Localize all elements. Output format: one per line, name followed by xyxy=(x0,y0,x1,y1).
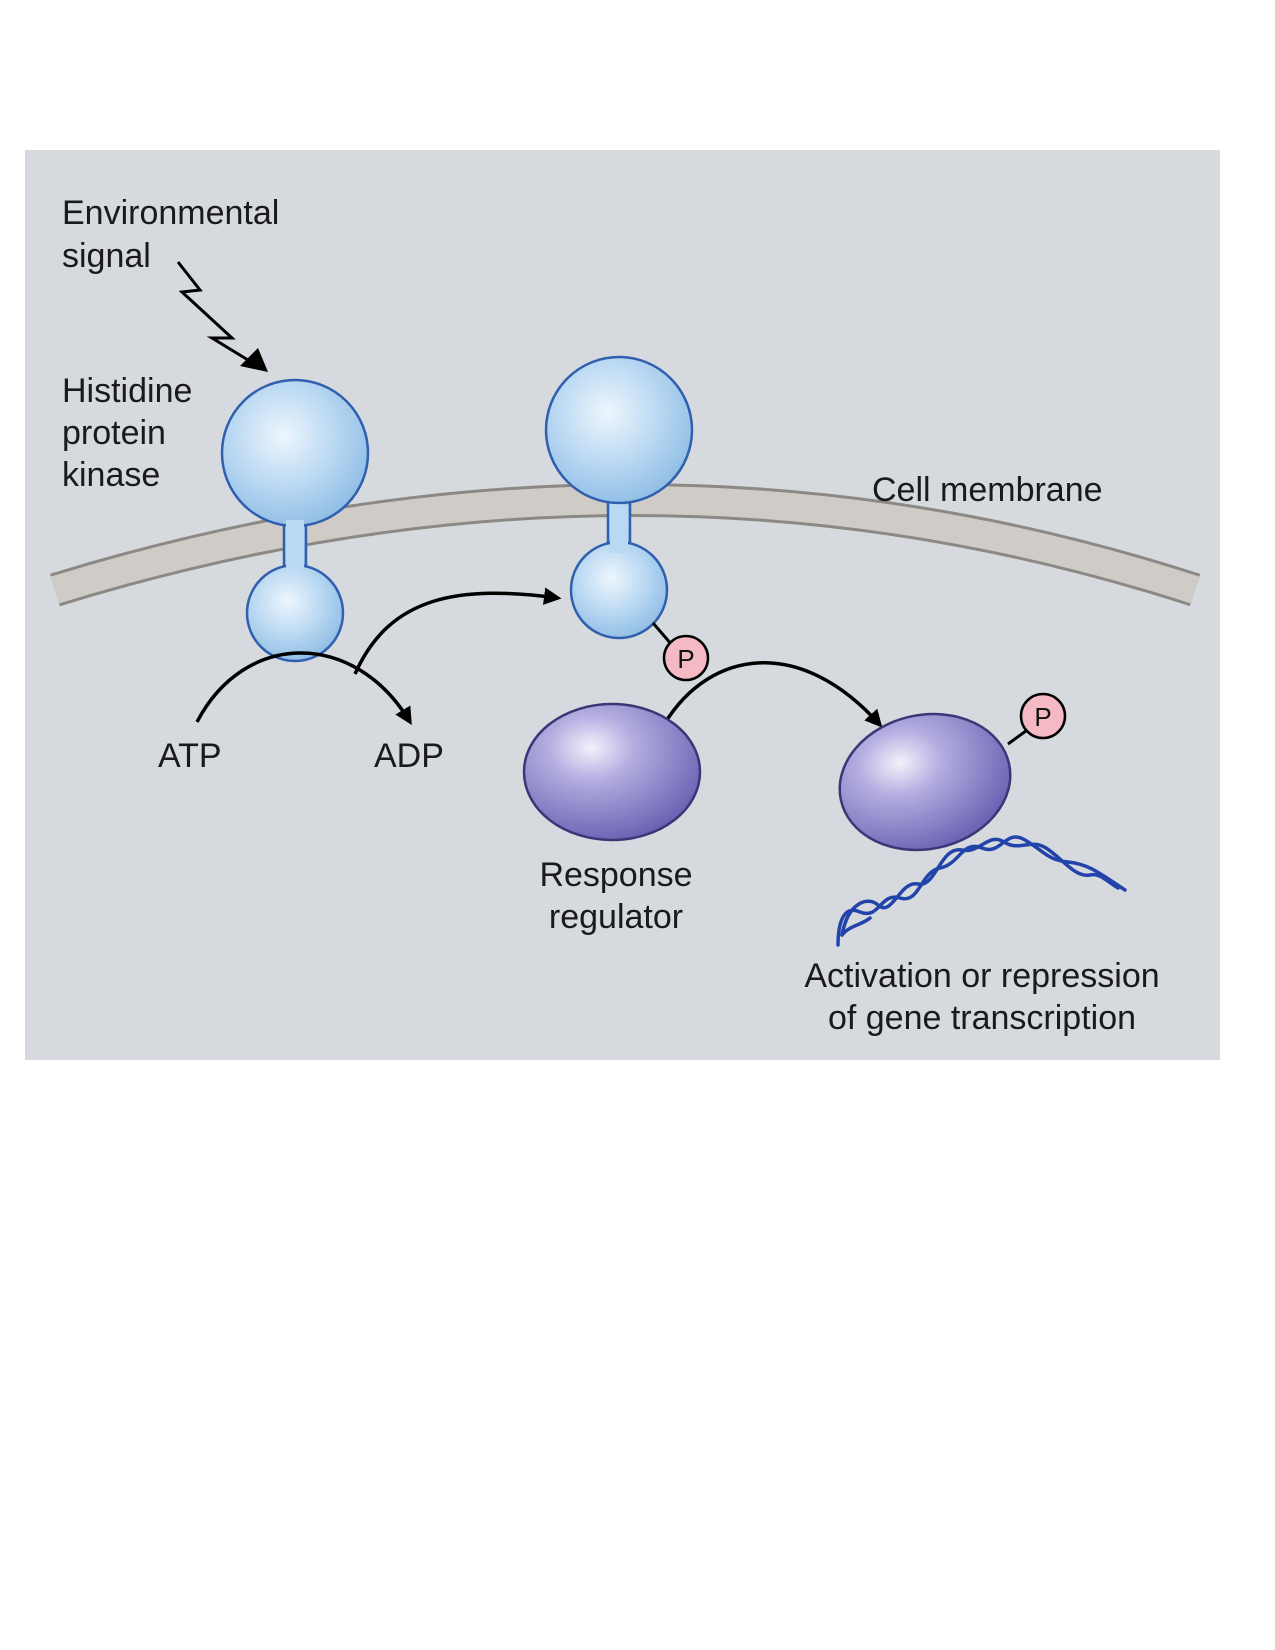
label-response-regulator: Response regulator xyxy=(539,856,692,936)
svg-text:Response: Response xyxy=(539,856,692,894)
svg-text:Histidine: Histidine xyxy=(62,372,192,410)
svg-text:protein: protein xyxy=(62,414,166,452)
label-cell-membrane: Cell membrane xyxy=(872,471,1103,509)
svg-text:kinase: kinase xyxy=(62,456,160,494)
label-adp: ADP xyxy=(374,737,444,775)
histidine-kinase-right xyxy=(544,355,694,640)
label-environmental-signal: Environmental signal xyxy=(62,194,279,275)
phosphate-transfer-arrow-1 xyxy=(353,587,562,675)
label-atp: ATP xyxy=(158,737,222,775)
signal-lightning-arrow xyxy=(176,261,268,372)
svg-text:regulator: regulator xyxy=(549,898,683,936)
response-regulator-phosphorylated xyxy=(838,712,1012,852)
svg-text:of gene transcription: of gene transcription xyxy=(828,999,1136,1037)
response-regulator xyxy=(522,702,702,842)
label-histidine-protein-kinase: Histidine protein kinase xyxy=(62,372,192,494)
svg-text:Activation or repression: Activation or repression xyxy=(804,957,1159,995)
atp-adp-arrow xyxy=(195,651,412,726)
phosphate-kinase: P xyxy=(651,622,710,682)
phosphate-transfer-arrow-2 xyxy=(663,661,883,728)
histidine-kinase-left xyxy=(220,378,370,663)
phosphate-label-1: P xyxy=(677,644,694,674)
dna-helix xyxy=(836,835,1127,947)
label-gene-transcription: Activation or repression of gene transcr… xyxy=(804,957,1159,1037)
phosphate-label-2: P xyxy=(1034,702,1051,732)
svg-text:Environmental: Environmental xyxy=(62,194,279,232)
phosphate-regulator: P xyxy=(1007,692,1067,746)
svg-text:signal: signal xyxy=(62,237,151,275)
